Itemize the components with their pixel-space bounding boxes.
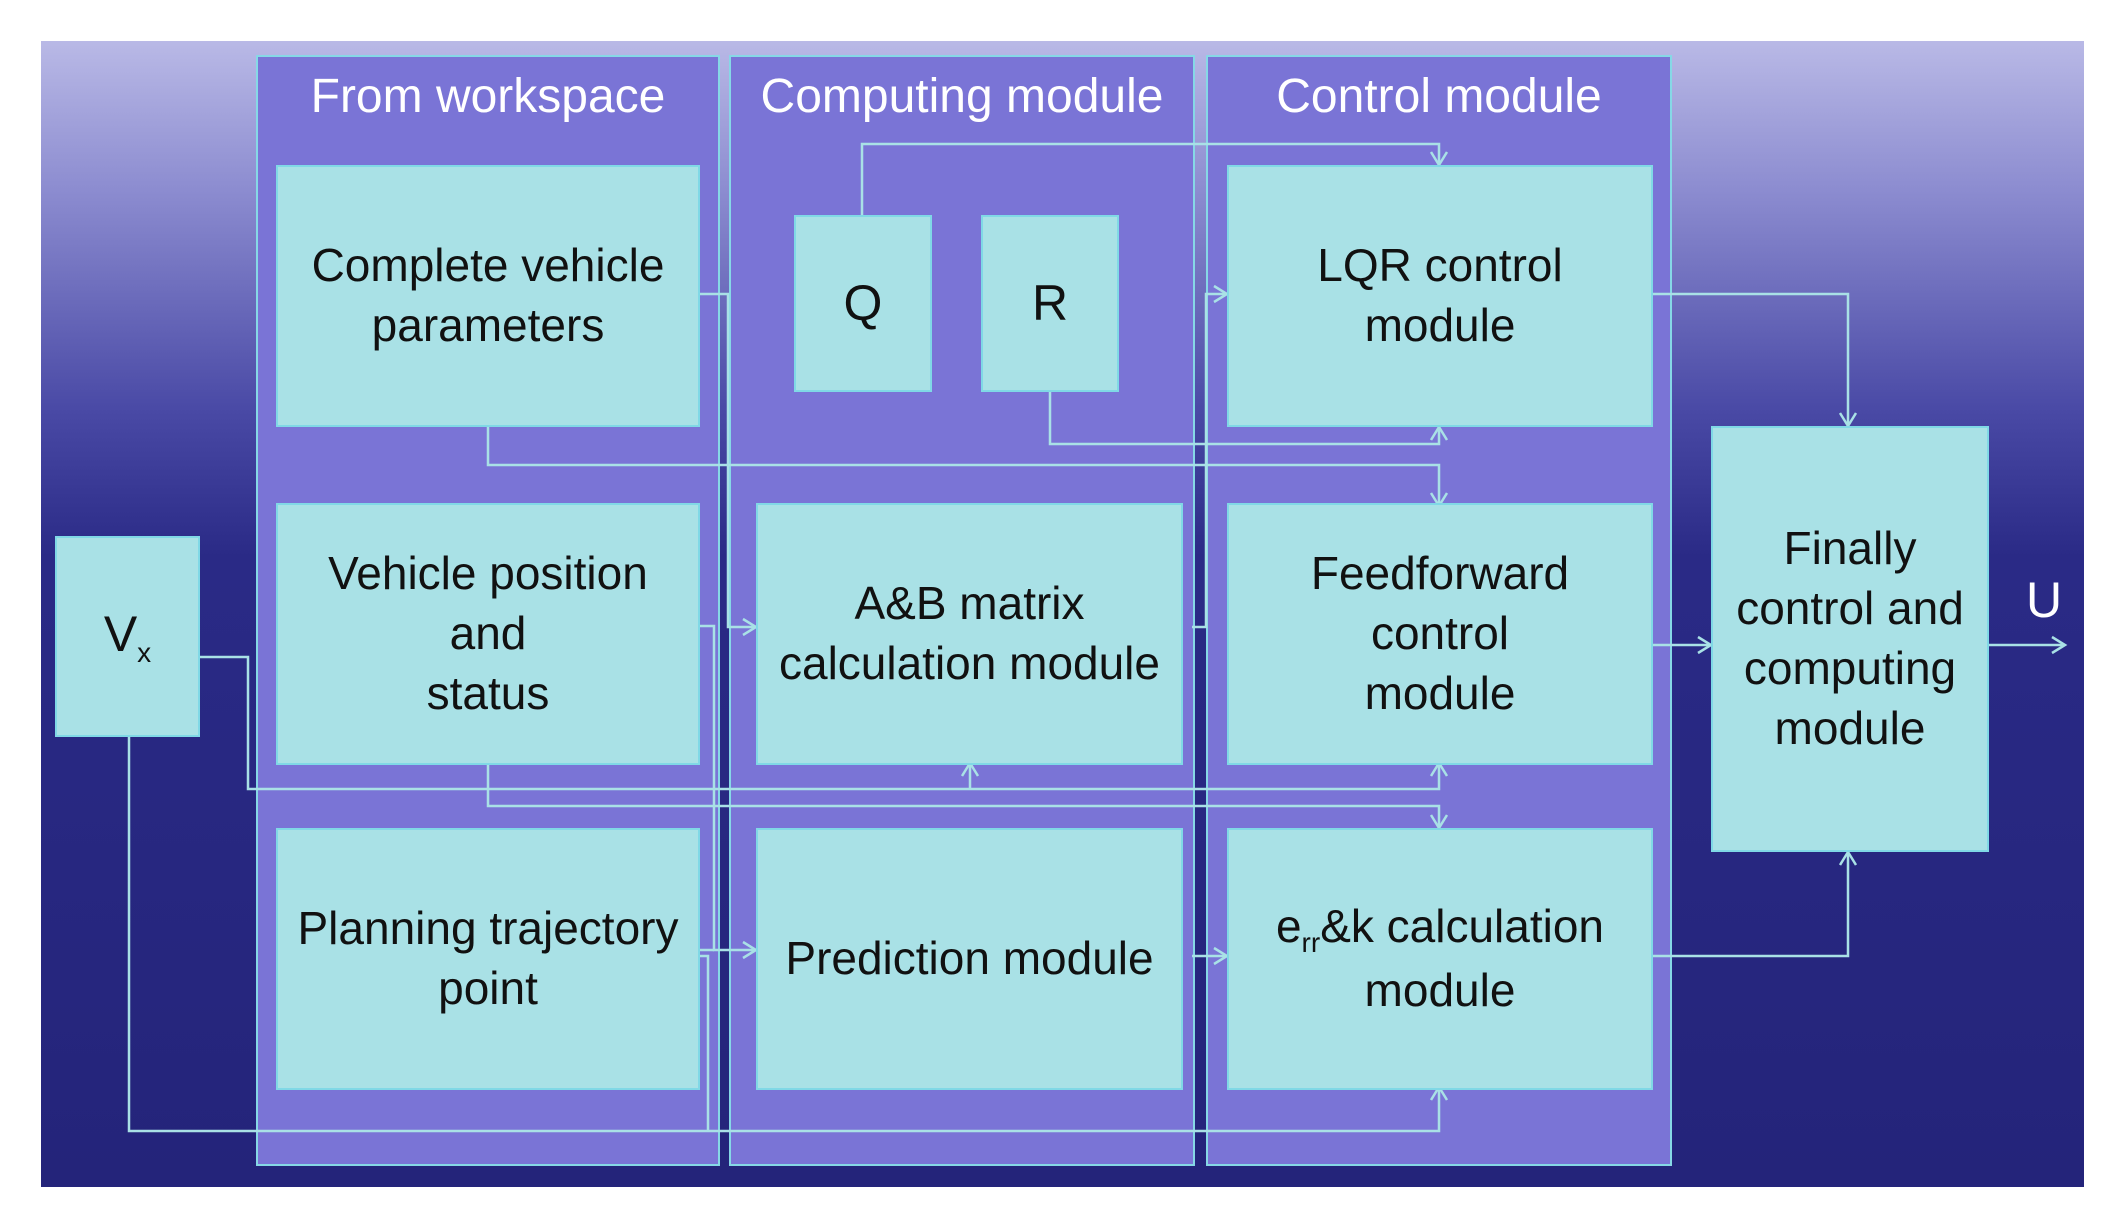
prediction-module-block: Prediction module — [756, 828, 1183, 1090]
connection-lines — [127, 142, 2068, 1133]
final-control-computing-block: Finally control and computing module — [1711, 426, 1989, 852]
vx-label: Vx — [103, 605, 152, 668]
diagram-canvas: From workspace Computing module Control … — [41, 41, 2084, 1187]
group-title-control: Control module — [1276, 70, 1602, 123]
arrowhead-r-lqr — [1429, 424, 1449, 441]
planning-trajectory-point-block: Planning trajectory point — [276, 828, 700, 1090]
ab-matrix-calculation-block: A&B matrix calculation module — [756, 503, 1183, 765]
r-block: R — [981, 215, 1119, 392]
complete-vehicle-parameters-block: Complete vehicle parameters — [276, 165, 700, 427]
wire-lqr-to-final — [1653, 292, 1850, 426]
vx-input-block: Vx — [55, 536, 200, 737]
wire-planning-to-err — [700, 954, 710, 1131]
wire-position-to-err — [486, 763, 1441, 828]
wire-vx-to-err — [127, 737, 1441, 1133]
group-title-computing: Computing module — [760, 70, 1164, 123]
arrowhead-err-final — [1838, 849, 1858, 866]
err-k-calculation-module-block: err&k calculation module — [1227, 828, 1653, 1090]
output-u-label: U — [2026, 572, 2063, 628]
arrowhead-output — [2051, 635, 2068, 655]
feedforward-control-module-block: Feedforward control module — [1227, 503, 1653, 765]
group-title-workspace: From workspace — [310, 70, 666, 123]
wire-err-to-final — [1653, 852, 1850, 958]
wire-r-to-lqr — [1048, 392, 1441, 446]
wire-params-to-feedforward — [486, 426, 1441, 506]
vehicle-position-status-block: Vehicle position and status — [276, 503, 700, 765]
err-k-label: err&k calculation module — [1275, 899, 1605, 1017]
wire-vx-to-ab-ff — [200, 655, 1441, 791]
wire-ab-to-lqr — [1192, 292, 1227, 629]
wire-q-to-lqr — [860, 142, 1441, 215]
lqr-control-module-block: LQR control module — [1227, 165, 1653, 427]
wire-params-to-ab — [700, 292, 756, 629]
q-block: Q — [794, 215, 932, 392]
